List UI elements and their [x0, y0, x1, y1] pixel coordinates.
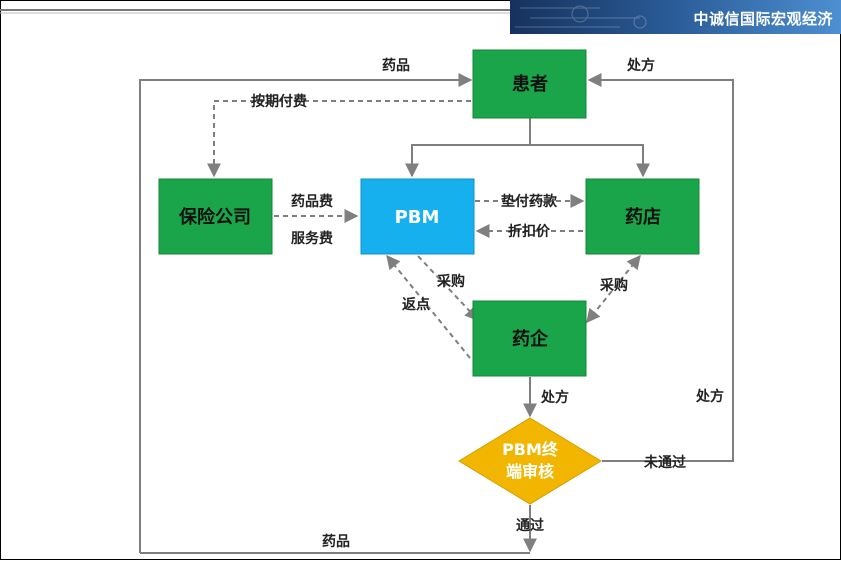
label-purchase-pharmacy: 采购 — [599, 277, 628, 294]
label-service-fee: 服务费 — [291, 230, 333, 247]
label-purchase-pbm: 采购 — [436, 273, 465, 290]
node-audit-label-1: PBM终 — [502, 440, 559, 459]
arrow-periodic-payment — [207, 100, 471, 178]
banner-decoration — [515, 5, 647, 29]
node-insurer-label: 保险公司 — [178, 206, 251, 228]
label-prescription-top: 处方 — [626, 57, 655, 74]
node-pbm-label: PBM — [395, 207, 440, 228]
arrow-patient-to-pharmacy — [530, 144, 650, 178]
node-pharma: 药企 — [472, 300, 587, 377]
arrow-patient-to-pbm — [405, 118, 531, 178]
node-pbm: PBM — [360, 178, 475, 255]
label-drug-bottom: 药品 — [322, 533, 350, 550]
node-audit-label-2: 端审核 — [506, 462, 554, 481]
node-patient-label: 患者 — [512, 74, 548, 95]
brand-title: 中诚信国际宏观经济 — [693, 10, 833, 28]
label-prescription-right: 处方 — [695, 388, 724, 405]
label-advance-payment: 垫付药款 — [501, 193, 558, 210]
label-discount-price: 折扣价 — [508, 223, 551, 240]
node-pharmacy: 药店 — [585, 178, 700, 255]
label-drug-fee: 药品费 — [291, 193, 333, 210]
node-pharmacy-label: 药店 — [625, 206, 661, 228]
arrow-drug-to-patient — [139, 73, 473, 553]
label-passed: 通过 — [516, 517, 544, 534]
node-patient: 患者 — [472, 49, 587, 119]
arrow-not-passed-to-patient — [587, 73, 734, 462]
arrow-pbm-purchase — [417, 255, 479, 322]
label-rebate: 返点 — [402, 296, 430, 313]
node-audit: PBM终 端审核 — [458, 417, 602, 505]
label-not-passed: 未通过 — [644, 454, 686, 471]
arrow-rebate — [386, 254, 471, 359]
label-drug-top: 药品 — [382, 57, 410, 74]
label-prescription-mid: 处方 — [540, 389, 569, 406]
label-periodic-pay: 按期付费 — [251, 93, 307, 110]
node-pharma-label: 药企 — [512, 328, 549, 350]
node-insurer: 保险公司 — [158, 178, 273, 255]
header-banner — [510, 0, 841, 34]
